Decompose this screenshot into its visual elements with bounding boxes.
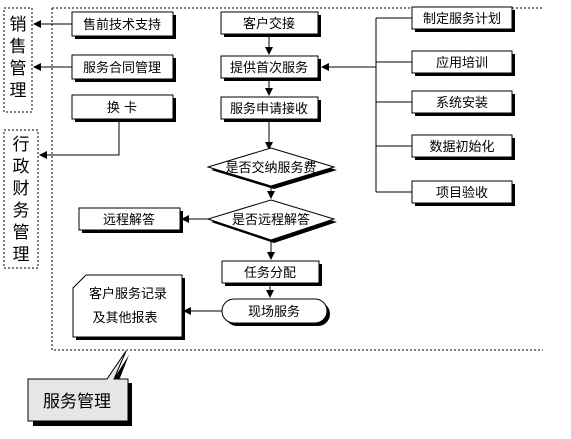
record-box: 客户服务记录 及其他报表 [72, 274, 185, 340]
admin-char: 理 [13, 245, 30, 265]
admin-char: 政 [13, 157, 30, 177]
card-label: 换 卡 [107, 101, 137, 116]
assign-box: 任务分配 [221, 260, 322, 286]
onsite-label: 现场服务 [248, 304, 300, 320]
install-label: 系统安装 [436, 96, 488, 111]
request-box: 服务申请接收 [220, 96, 321, 122]
training-box: 应用培训 [411, 50, 515, 76]
admin-char: 财 [13, 179, 30, 199]
remote-answer-label: 远程解答 [103, 212, 155, 228]
presales-box: 售前技术支持 [71, 11, 176, 39]
sales-char: 理 [10, 81, 27, 101]
record-label-line1: 客户服务记录 [89, 286, 167, 302]
card-box: 换 卡 [71, 94, 176, 122]
record-label-line2: 及其他报表 [92, 311, 157, 326]
customer-box: 客户交接 [220, 11, 321, 37]
plan-label: 制定服务计划 [423, 11, 501, 27]
init-label: 数据初始化 [429, 140, 494, 155]
training-label: 应用培训 [436, 55, 488, 71]
fee-label: 是否交纳服务费 [225, 160, 316, 176]
plan-box: 制定服务计划 [411, 6, 515, 32]
customer-label: 客户交接 [243, 16, 295, 32]
remote-question-label: 是否远程解答 [232, 212, 310, 228]
contract-label: 服务合同管理 [83, 60, 161, 76]
assign-label: 任务分配 [244, 265, 296, 281]
fee-decision: 是否交纳服务费 [206, 147, 337, 189]
install-box: 系统安装 [411, 90, 515, 116]
admin-char: 管 [13, 223, 30, 243]
remote-decision: 是否远程解答 [206, 199, 337, 243]
onsite-box: 现场服务 [221, 298, 330, 326]
admin-panel-label: 行 政 财 务 管 理 [13, 135, 30, 265]
first-service-box: 提供首次服务 [220, 55, 321, 81]
sales-panel-label: 销 售 管 理 [10, 15, 27, 101]
acceptance-box: 项目验收 [411, 180, 515, 206]
admin-char: 行 [13, 135, 30, 155]
service-management-callout: 服务管理 [27, 350, 132, 426]
presales-label: 售前技术支持 [83, 17, 161, 33]
sales-char: 售 [10, 37, 27, 57]
callout-label: 服务管理 [43, 392, 111, 412]
sales-char: 管 [10, 59, 27, 79]
contract-box: 服务合同管理 [71, 54, 176, 82]
sales-panel [3, 7, 33, 113]
init-box: 数据初始化 [411, 134, 515, 160]
remote-answer-box: 远程解答 [78, 207, 183, 233]
acceptance-label: 项目验收 [436, 185, 488, 201]
first-service-label: 提供首次服务 [230, 60, 308, 76]
arrow-card [39, 122, 120, 159]
admin-char: 务 [13, 201, 30, 221]
request-label: 服务申请接收 [230, 101, 308, 117]
sales-char: 销 [10, 15, 27, 35]
admin-panel [3, 129, 39, 269]
